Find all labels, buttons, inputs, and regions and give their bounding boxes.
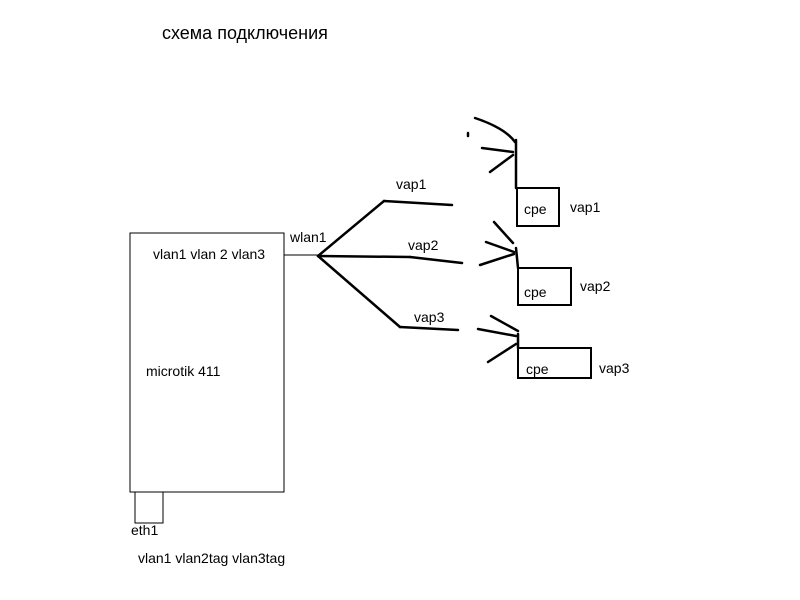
antenna-1 <box>466 116 518 190</box>
cpe-label-3: cpe <box>526 361 549 377</box>
cpe2-vap-label: vap2 <box>580 278 611 294</box>
wlan1-label: wlan1 <box>290 229 327 245</box>
router-vlans-label: vlan1 vlan 2 vlan3 <box>153 246 266 262</box>
branch-vap2 <box>316 254 464 265</box>
cpe-box-3 <box>517 347 592 379</box>
vap1-branch-label: vap1 <box>396 176 427 192</box>
diagram-title: схема подключения <box>162 23 328 43</box>
router-name-label: microtik 411 <box>146 363 221 379</box>
eth1-port-box <box>134 491 164 524</box>
cpe3-vap-label: vap3 <box>599 360 630 376</box>
branch-vap1 <box>316 199 454 258</box>
branch-vap3 <box>316 254 460 332</box>
vap2-branch-label: vap2 <box>408 237 439 253</box>
eth1-vlans-label: vlan1 vlan2tag vlan3tag <box>138 550 286 566</box>
cpe-box-2 <box>517 267 572 306</box>
cpe-label-2: cpe <box>524 284 547 300</box>
antenna-2 <box>478 220 520 270</box>
vap3-branch-label: vap3 <box>414 309 445 325</box>
cpe-label-1: cpe <box>524 201 547 217</box>
antenna-3 <box>476 314 520 364</box>
eth1-label: eth1 <box>131 522 159 538</box>
router-box <box>129 232 285 493</box>
cpe-box-1 <box>516 187 560 227</box>
cpe1-vap-label: vap1 <box>570 199 601 215</box>
